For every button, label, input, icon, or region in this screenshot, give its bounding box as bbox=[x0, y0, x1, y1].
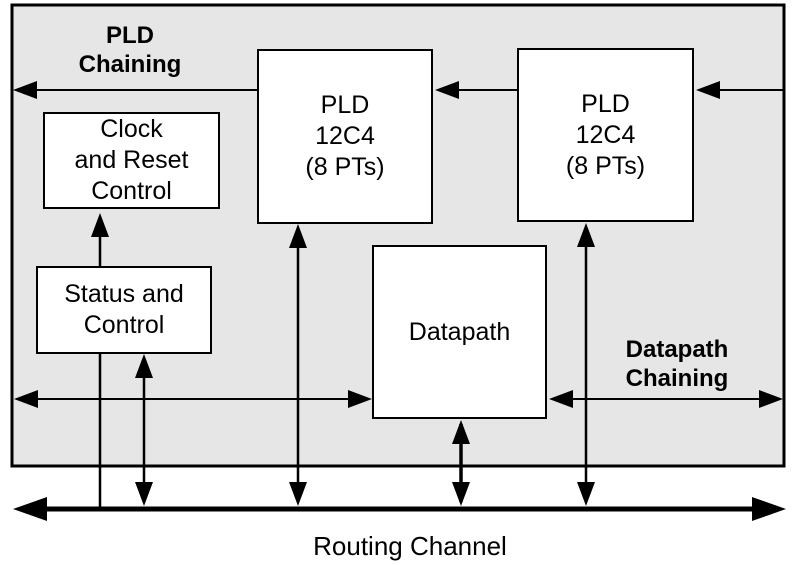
pld-right-box: PLD 12C4 (8 PTs) bbox=[517, 48, 694, 222]
pld-right-label: PLD 12C4 (8 PTs) bbox=[565, 89, 646, 180]
pld2-routing-double-arrow bbox=[577, 223, 595, 506]
datapath-label: Datapath bbox=[408, 317, 511, 346]
datapath-box: Datapath bbox=[372, 245, 547, 419]
clock-reset-control-label: Clock and Reset Control bbox=[74, 115, 189, 205]
datapath-routing-double-arrow bbox=[452, 420, 470, 506]
status-to-clock-arrow bbox=[91, 213, 109, 267]
routing-channel-label: Routing Channel bbox=[313, 531, 507, 561]
pld-chaining-label: PLD Chaining bbox=[78, 22, 182, 78]
datapath-chaining-label: Datapath Chaining bbox=[625, 336, 729, 392]
datapath-chaining-arrow bbox=[549, 390, 783, 408]
border-to-pld2-arrow bbox=[696, 81, 783, 99]
status-routing-double-arrow bbox=[135, 354, 153, 506]
status-and-control-label: Status and Control bbox=[64, 280, 184, 339]
pld-left-label: PLD 12C4 (8 PTs) bbox=[305, 91, 385, 181]
left-horizontal-bus bbox=[14, 390, 372, 408]
status-and-control-box: Status and Control bbox=[36, 266, 212, 354]
pld2-to-pld1-arrow bbox=[435, 81, 517, 99]
pld-chaining-arrow bbox=[13, 81, 258, 99]
pld1-routing-double-arrow bbox=[289, 224, 307, 506]
clock-reset-control-box: Clock and Reset Control bbox=[43, 112, 220, 209]
routing-channel-bus bbox=[13, 497, 786, 521]
pld-left-box: PLD 12C4 (8 PTs) bbox=[257, 49, 433, 224]
